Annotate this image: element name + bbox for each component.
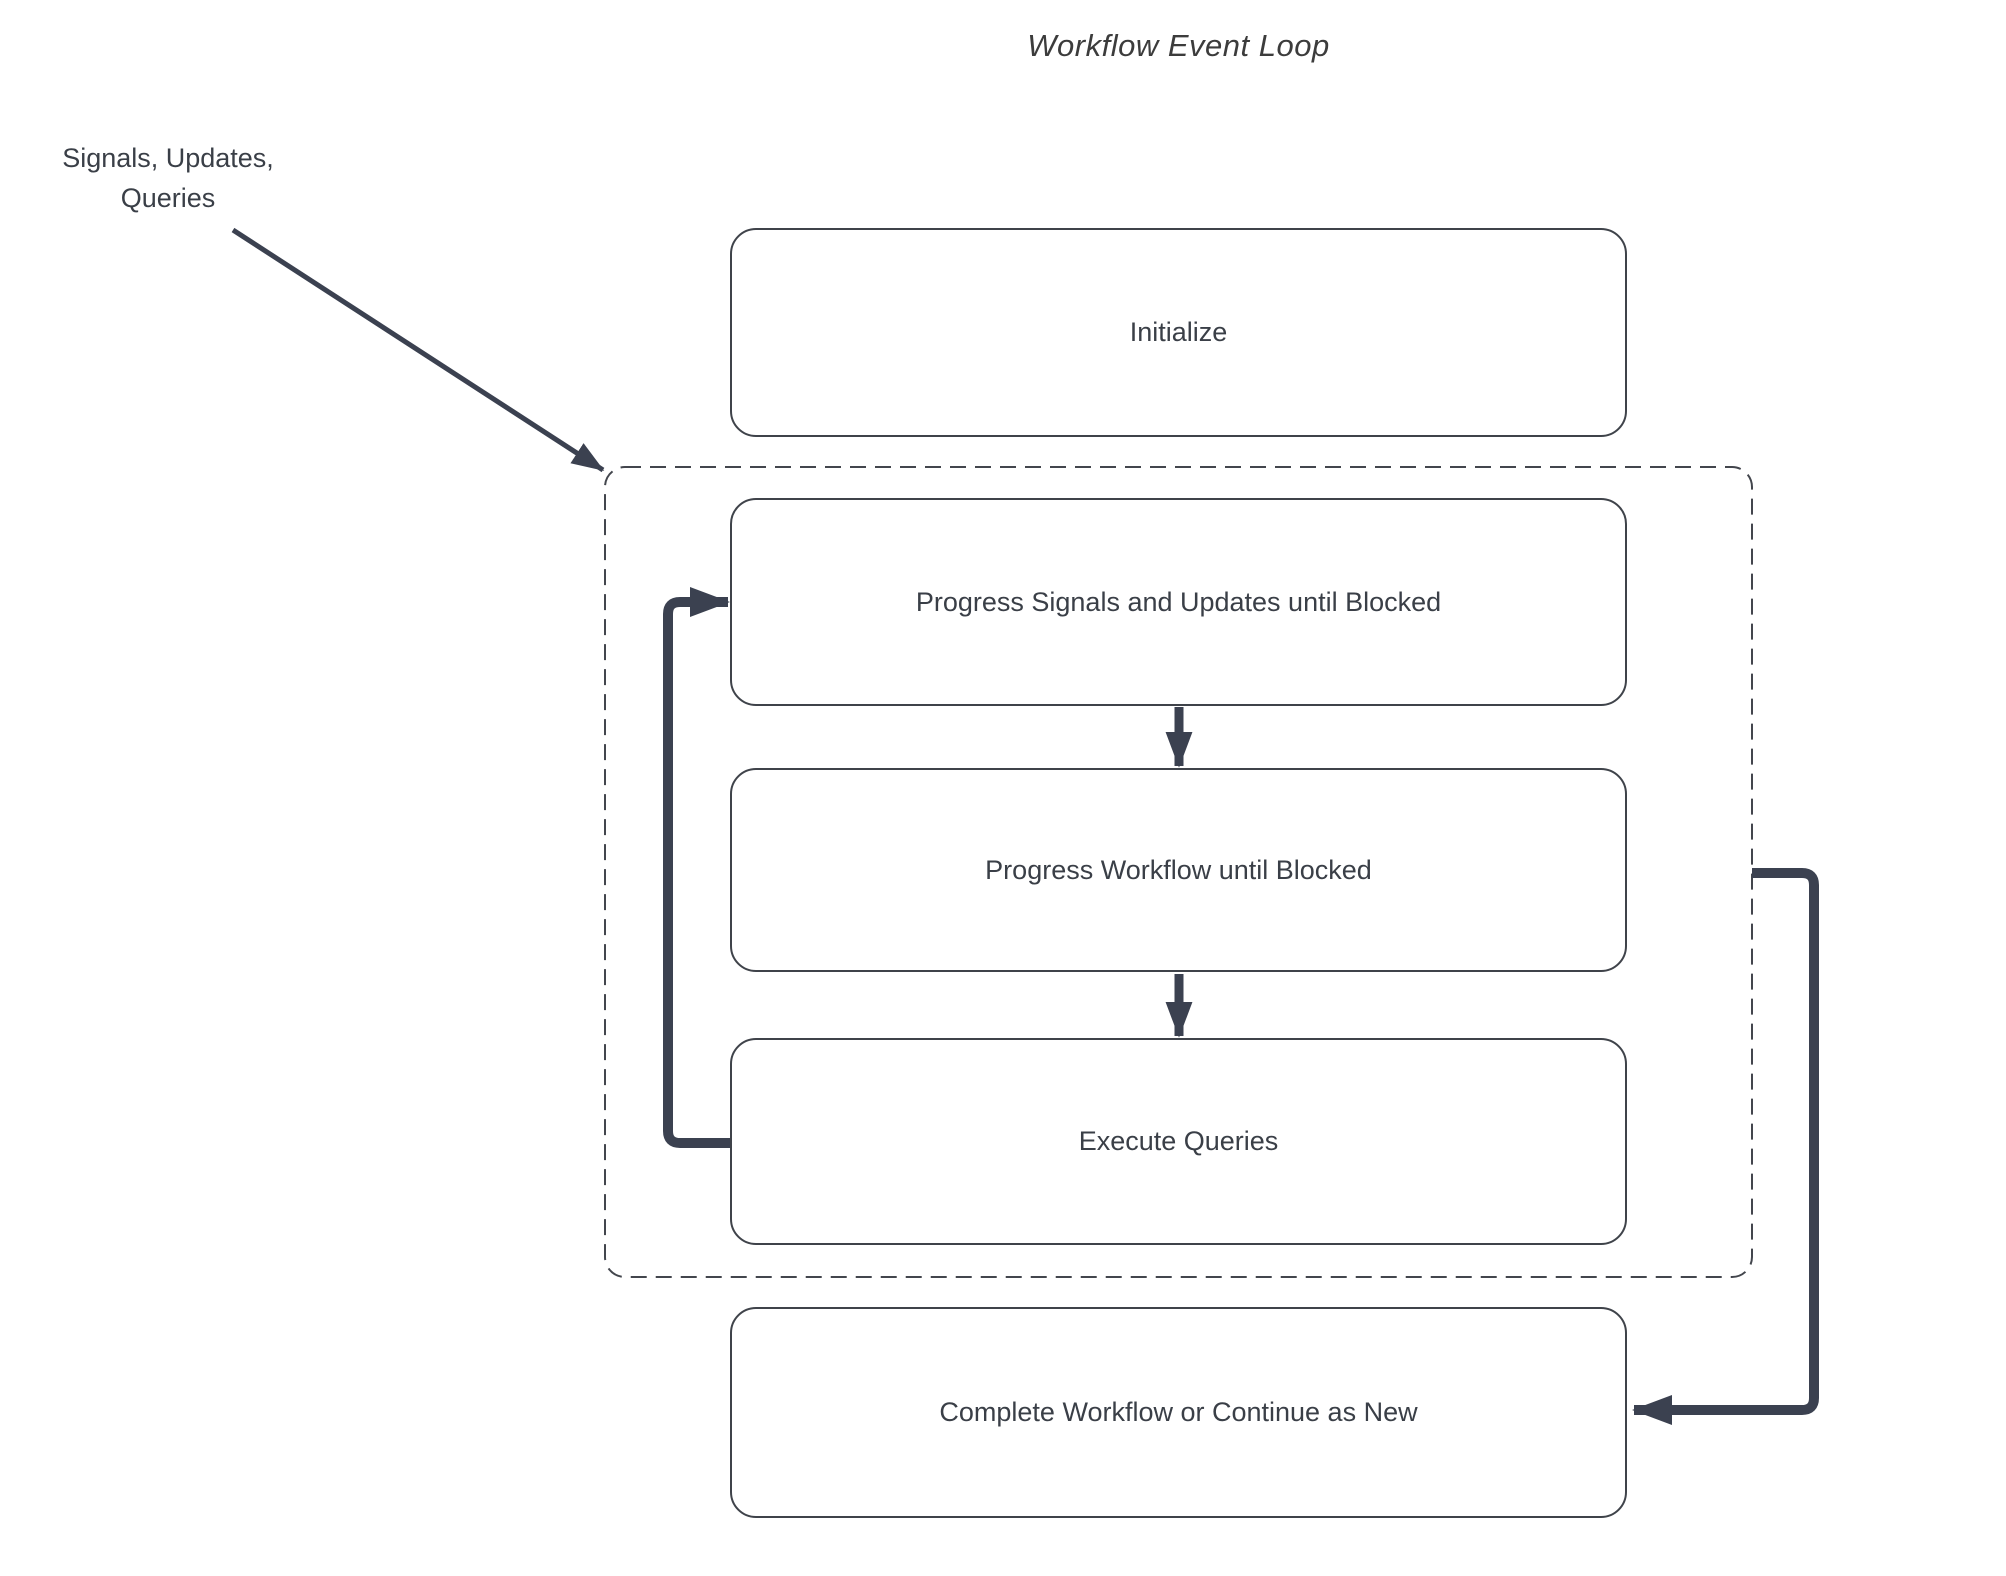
node-progress-signals: Progress Signals and Updates until Block… [730,498,1627,706]
node-label: Execute Queries [1078,1126,1279,1156]
diagram-title: Workflow Event Loop [1027,28,1330,63]
annotation-arrow [231,227,605,473]
node-initialize: Initialize [730,228,1627,437]
arrow-to-complete [1631,868,1819,1425]
arrow-loop-left [663,587,731,1148]
node-label: Initialize [1129,317,1228,347]
annotation-line-1: Signals, Updates, [62,143,274,173]
node-complete-workflow: Complete Workflow or Continue as New [730,1307,1627,1518]
node-execute-queries: Execute Queries [730,1038,1627,1245]
node-label: Progress Signals and Updates until Block… [915,586,1442,617]
node-progress-workflow: Progress Workflow until Blocked [730,768,1627,972]
node-label: Complete Workflow or Continue as New [939,1397,1418,1427]
annotation-line-2: Queries [120,183,216,213]
signals-updates-queries-annotation: Signals, Updates, Queries [18,138,318,218]
node-label: Progress Workflow until Blocked [985,854,1372,885]
